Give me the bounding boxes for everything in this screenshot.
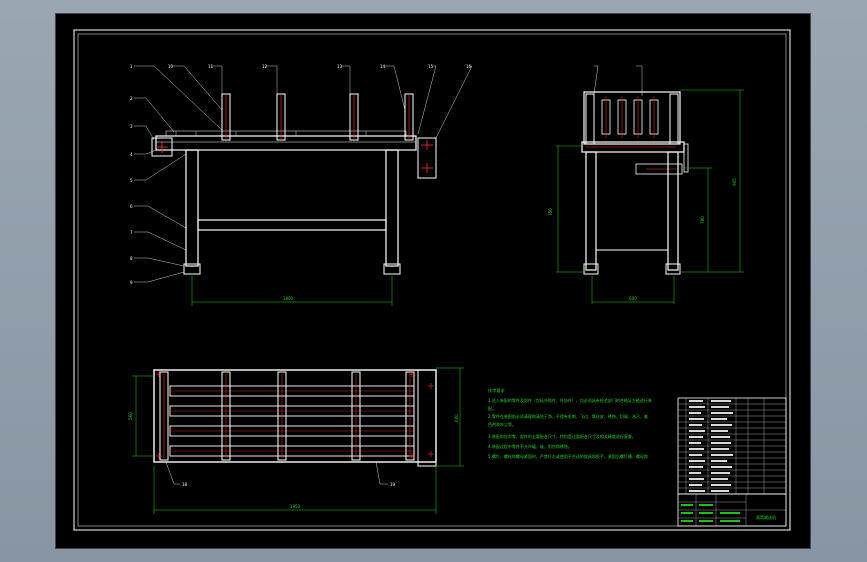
front-bed: [155, 135, 417, 151]
outer-border: [73, 29, 791, 531]
callout-5: 5: [130, 178, 133, 183]
note-line-4: 色剂和灰尘等。: [488, 421, 516, 427]
technical-notes: 技术要求 1.进入装配的零件及部件（包括外购件、外协件），均必须具有检验部门的合…: [488, 387, 652, 459]
top-callout-left: 18: [182, 482, 188, 487]
callout-1: 1: [130, 64, 133, 69]
side-view: 750 905 780 600: [548, 65, 744, 304]
top-dim-width-right: 600: [454, 414, 459, 422]
note-line-5: 3.装配前应对零、部件的主要配合尺寸，特别是过盈配合尺寸及相关精度进行复查。: [488, 433, 636, 439]
top-cross-members: [221, 371, 415, 461]
callout-12: 12: [262, 64, 268, 69]
front-legs: [183, 149, 401, 275]
notes-title: 技术要求: [488, 387, 506, 394]
top-callout-right: 19: [390, 482, 396, 487]
callout-16: 16: [466, 64, 472, 69]
inner-border: [77, 33, 787, 527]
side-dim-height-total: 905: [732, 178, 737, 186]
title-block: 滚筒输送机: [677, 493, 787, 527]
side-dimensions: 750 905 780 600: [548, 89, 744, 304]
callout-13: 13: [337, 64, 343, 69]
callout-7: 7: [130, 230, 133, 235]
side-dim-height-leg: 750: [548, 208, 553, 216]
side-dim-width: 600: [629, 296, 637, 301]
front-callouts-left: [134, 65, 473, 283]
top-dimensions: 1950 560 600: [128, 367, 464, 514]
front-callout-labels: 1 2 3 4 5 6 7 8 9 10 11 12 13 14 15 16: [130, 64, 472, 285]
front-dim-length-label: 1800: [283, 296, 294, 301]
top-dim-length: 1950: [290, 504, 301, 509]
note-line-1: 1.进入装配的零件及部件（包括外购件、外协件），均必须具有检验部门的合格证方能进…: [488, 397, 652, 403]
cad-drawing: 1 2 3 4 5 6 7 8 9 10 11 12 13 14 15 16: [73, 29, 791, 531]
callout-9: 9: [130, 280, 133, 285]
callout-10: 10: [168, 64, 174, 69]
drawing-name: 滚筒输送机: [756, 514, 776, 520]
callout-11: 11: [208, 64, 214, 69]
front-right-motor: [417, 137, 437, 179]
top-rollers: [169, 385, 415, 457]
note-line-2: 配。: [488, 406, 496, 411]
callout-8: 8: [130, 256, 133, 261]
side-dim-height-frame: 780: [700, 216, 705, 224]
callout-14: 14: [380, 64, 386, 69]
top-view: 18 19 1950 560 600: [128, 367, 464, 514]
callout-6: 6: [130, 204, 133, 209]
side-upper-frame: [583, 91, 681, 145]
parts-list: [677, 397, 787, 495]
drawing-sheet: 1 2 3 4 5 6 7 8 9 10 11 12 13 14 15 16: [56, 14, 810, 548]
callout-3: 3: [130, 124, 133, 129]
front-dim-length: 1800: [191, 276, 393, 306]
front-guide-posts: [221, 93, 414, 141]
note-line-3: 2.零件在装配前必须清理和清洗干净，不得有毛刺、飞边、氧化皮、锈蚀、切屑、油污、…: [488, 413, 648, 419]
top-fasteners: [156, 371, 434, 459]
callout-4: 4: [130, 152, 133, 157]
note-line-7: 5.螺钉、螺栓和螺母紧固时，严禁打击或使用不合适的旋具和扳手，紧固后螺钉槽、螺母…: [488, 453, 648, 459]
front-left-end: [151, 137, 173, 157]
front-rollers: [165, 130, 407, 137]
front-view: 1 2 3 4 5 6 7 8 9 10 11 12 13 14 15 16: [130, 64, 473, 306]
note-line-6: 4.装配过程中零件不允许磕、碰、划伤和锈蚀。: [488, 443, 572, 449]
callout-15: 15: [428, 64, 434, 69]
callout-2: 2: [130, 96, 133, 101]
top-dim-width-left: 560: [128, 412, 133, 420]
